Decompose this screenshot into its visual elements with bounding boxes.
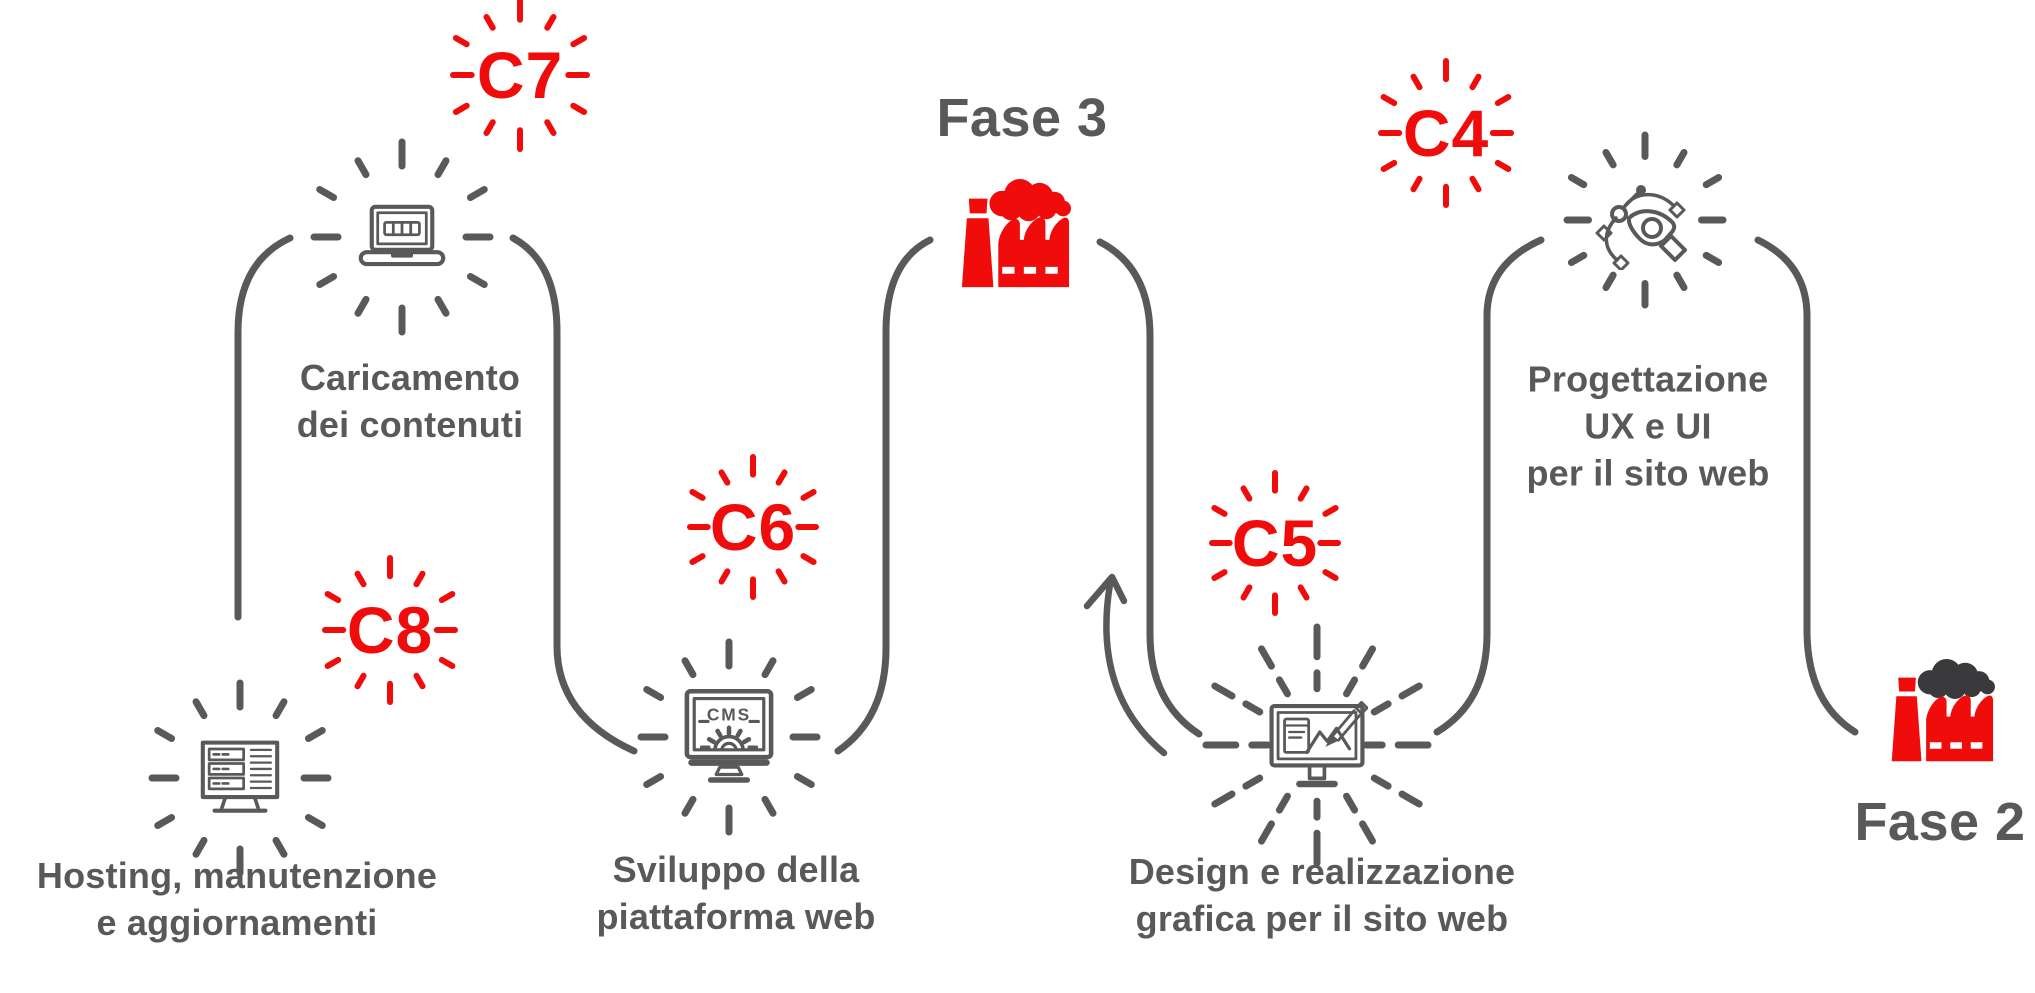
pen-tool-icon — [1595, 170, 1695, 270]
step-label-hosting: Hosting, manutenzione e aggiornamenti — [37, 852, 437, 946]
factory-smoke — [1917, 659, 1995, 699]
step-label-line: Caricamento — [299, 357, 521, 398]
gear-icon — [699, 725, 759, 750]
flow-path-c6-to-fase3 — [834, 236, 934, 755]
image-mountains-icon — [1305, 726, 1352, 755]
server-icon — [198, 739, 282, 817]
flow-arrow-up-icon — [1083, 573, 1168, 757]
step-label-progettazione: Progettazione UX e UI per il sito web — [1526, 356, 1769, 497]
factory-smoke — [989, 179, 1071, 222]
step-label-caricamento: Caricamento dei contenuti — [297, 354, 524, 448]
phase-2-title: Fase 2 — [1854, 792, 2026, 852]
step-label-line: per il sito web — [1526, 452, 1770, 494]
step-label-line: Hosting, manutenzione — [36, 855, 438, 896]
step-code-c7: C7 — [476, 38, 564, 112]
factory-fase3-icon — [955, 179, 1073, 291]
laptop-icon — [354, 204, 450, 270]
step-code-c4: C4 — [1402, 96, 1490, 170]
pencil-icon — [1325, 700, 1368, 747]
factory-fase2-icon — [1885, 659, 1997, 765]
cms-screen-label: CMS — [707, 705, 751, 725]
step-code-c5: C5 — [1231, 506, 1319, 580]
step-label-line: dei contenuti — [296, 404, 524, 445]
flow-path-c8-to-c7 — [234, 234, 294, 621]
flow-path-c4-to-fase2 — [1754, 236, 1859, 736]
flow-path-c5-to-c4 — [1433, 236, 1545, 736]
step-label-line: Design e realizzazione — [1128, 851, 1516, 892]
cms-monitor-icon: CMS — [683, 688, 775, 786]
step-label-sviluppo: Sviluppo della piattaforma web — [596, 846, 875, 940]
step-code-c8: C8 — [346, 593, 434, 667]
step-label-line: Sviluppo della — [612, 849, 860, 890]
design-monitor-icon — [1266, 693, 1368, 797]
phase-3-title: Fase 3 — [936, 88, 1108, 148]
step-code-c6: C6 — [709, 490, 797, 564]
step-label-line: UX e UI — [1584, 405, 1712, 447]
flow-path-c7-to-c6 — [509, 234, 638, 755]
step-label-line: Progettazione — [1527, 358, 1769, 400]
step-label-design: Design e realizzazione grafica per il si… — [1129, 848, 1516, 942]
flow-path-fase3-to-c5 — [1096, 238, 1203, 738]
step-label-line: grafica per il sito web — [1135, 898, 1509, 939]
step-label-line: e aggiornamenti — [96, 902, 378, 943]
step-label-line: piattaforma web — [596, 896, 876, 937]
